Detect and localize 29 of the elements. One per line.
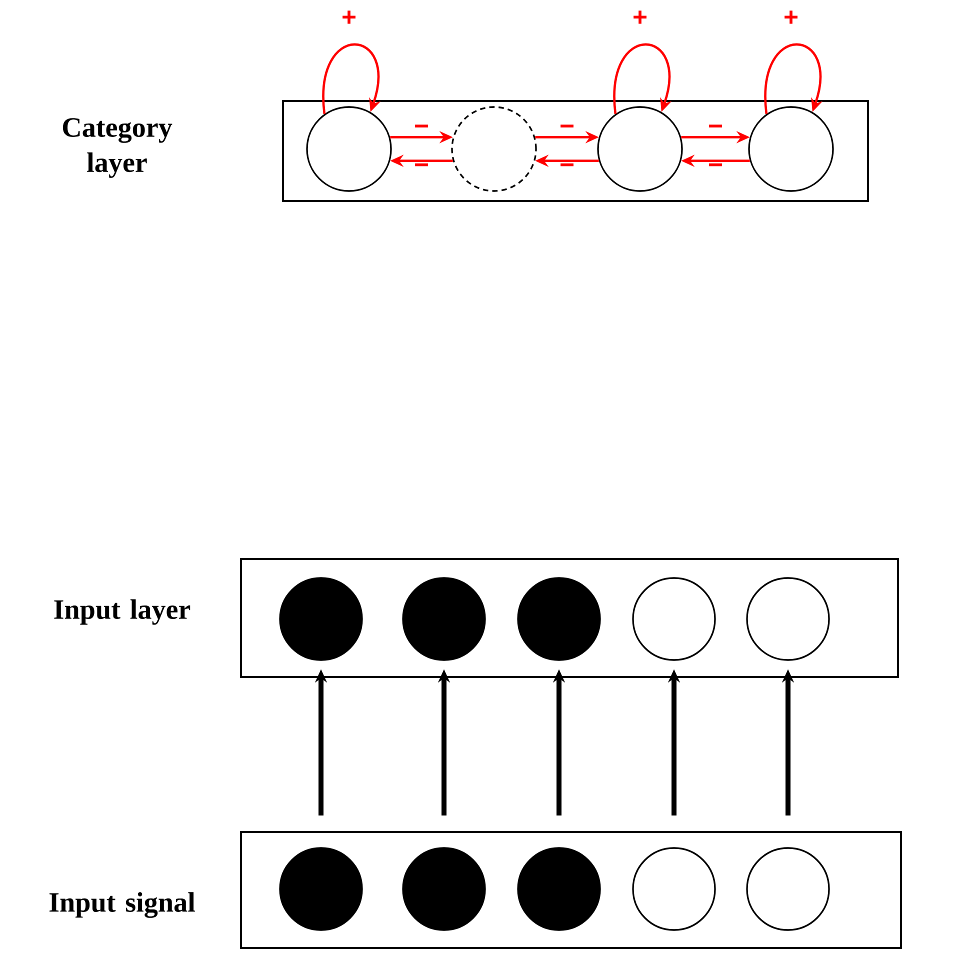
neuron-circle bbox=[402, 577, 486, 661]
neuron-circle bbox=[632, 847, 716, 931]
loop-arrow bbox=[764, 43, 823, 114]
layer-label: Input layer bbox=[54, 599, 190, 625]
edge-label: + bbox=[631, 9, 649, 27]
layer-label: Category layer bbox=[62, 118, 172, 178]
layer-label: Input signal bbox=[50, 892, 195, 918]
neuron-circle bbox=[402, 847, 486, 931]
neuron-circle bbox=[746, 577, 830, 661]
edge-label: − bbox=[560, 124, 574, 128]
edge-label: − bbox=[709, 124, 722, 128]
edge-label: + bbox=[340, 9, 358, 27]
edge-label: + bbox=[782, 9, 800, 27]
neuron-circle bbox=[517, 847, 601, 931]
neuron-circle bbox=[748, 106, 834, 192]
neuron-circle bbox=[279, 577, 363, 661]
edge-label: − bbox=[560, 163, 574, 166]
loop-arrow bbox=[613, 43, 672, 114]
neuron-circle bbox=[451, 106, 537, 192]
loop-arrow bbox=[322, 43, 381, 114]
neuron-circle bbox=[746, 847, 830, 931]
edge-label: − bbox=[415, 124, 428, 128]
edge-label: − bbox=[415, 163, 428, 166]
neuron-circle bbox=[597, 106, 683, 192]
edge-label: − bbox=[709, 163, 722, 166]
neuron-circle bbox=[279, 847, 363, 931]
neuron-circle bbox=[517, 577, 601, 661]
neuron-circle bbox=[306, 106, 392, 192]
neuron-circle bbox=[632, 577, 716, 661]
